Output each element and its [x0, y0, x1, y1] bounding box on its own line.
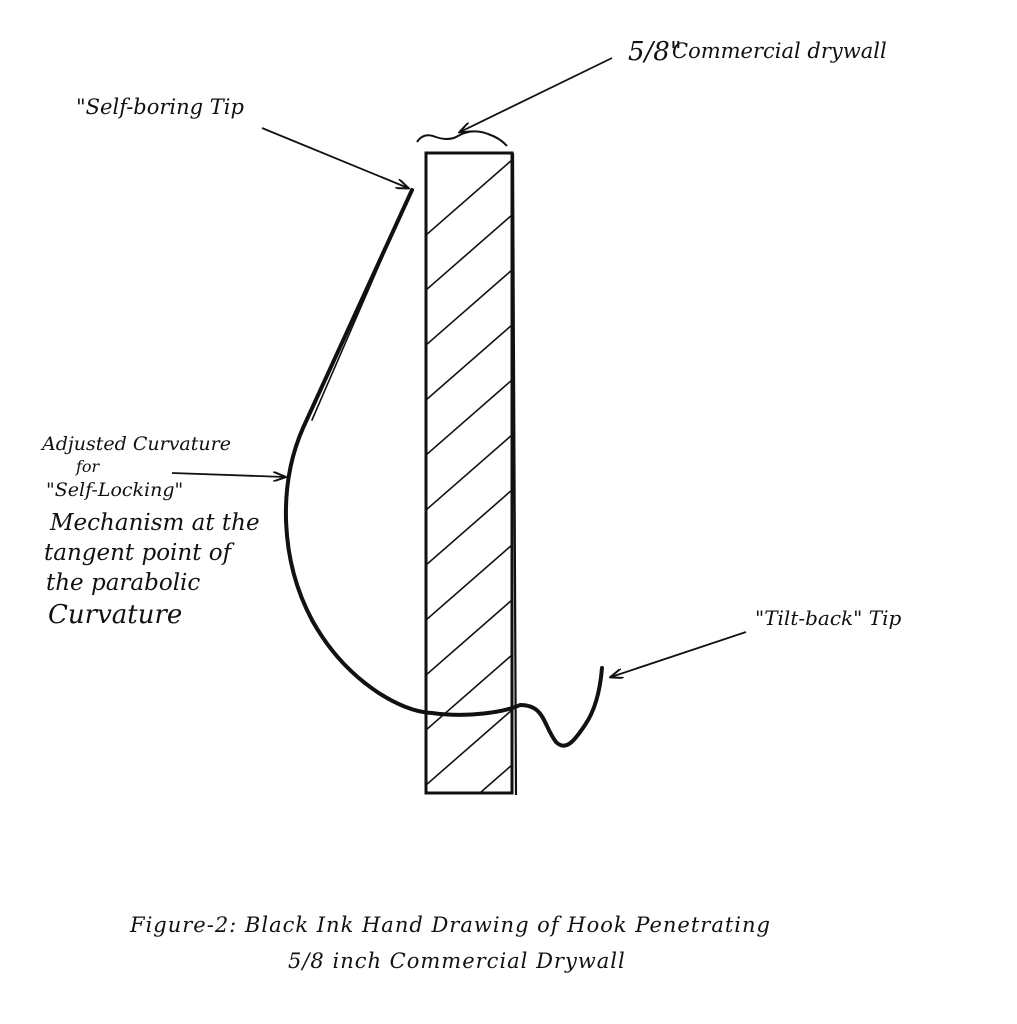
curvature-label: Adjusted Curvature for "Self-Locking" Me… — [40, 433, 260, 630]
arrow-drywall — [460, 57, 613, 132]
drywall-text-label: Commercial drywall — [672, 39, 887, 63]
leader-arrows — [171, 57, 747, 677]
drywall-outline — [424, 151, 514, 795]
arrow-self-boring — [261, 127, 408, 188]
curvature-label-line: Mechanism at the — [49, 510, 260, 536]
curvature-label-line: Curvature — [48, 600, 182, 630]
curvature-label-line: for — [75, 457, 101, 476]
drywall-fraction-label: 5/8" — [628, 37, 682, 67]
drywall-section — [424, 151, 518, 796]
curvature-label-line: "Self-Locking" — [46, 479, 183, 501]
figure-caption-line2: 5/8 inch Commercial Drywall — [288, 949, 626, 973]
curvature-label-line: Adjusted Curvature — [40, 433, 231, 455]
arrow-tilt-back — [611, 631, 747, 677]
self-boring-tip-label: "Self-boring Tip — [76, 95, 244, 119]
figure-caption-line1: Figure-2: Black Ink Hand Drawing of Hook… — [129, 913, 771, 937]
drywall-hatching — [426, 159, 512, 793]
curvature-label-line: the parabolic — [46, 570, 200, 596]
thickness-brace — [416, 130, 508, 147]
arrow-curvature — [171, 473, 285, 477]
tilt-back-tip-label: "Tilt-back" Tip — [755, 606, 901, 630]
hook-wire — [283, 188, 604, 748]
curvature-label-line: tangent point of — [44, 540, 235, 566]
